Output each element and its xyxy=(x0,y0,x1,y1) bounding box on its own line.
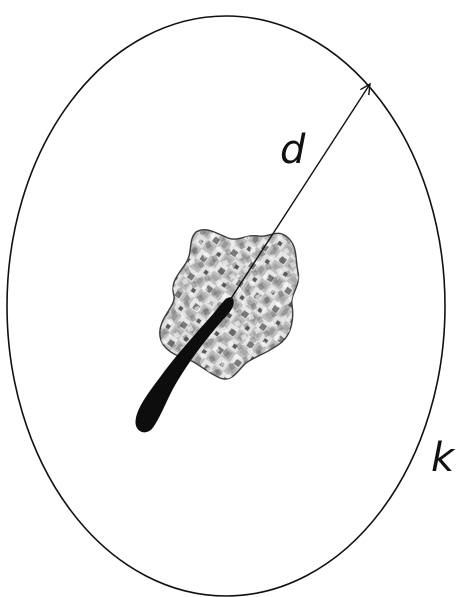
radius-arrow xyxy=(229,84,370,301)
boundary-label: k xyxy=(431,435,456,481)
probe-shape xyxy=(135,297,234,433)
boundary-ellipse xyxy=(6,15,446,597)
radius-label: d xyxy=(280,127,306,173)
